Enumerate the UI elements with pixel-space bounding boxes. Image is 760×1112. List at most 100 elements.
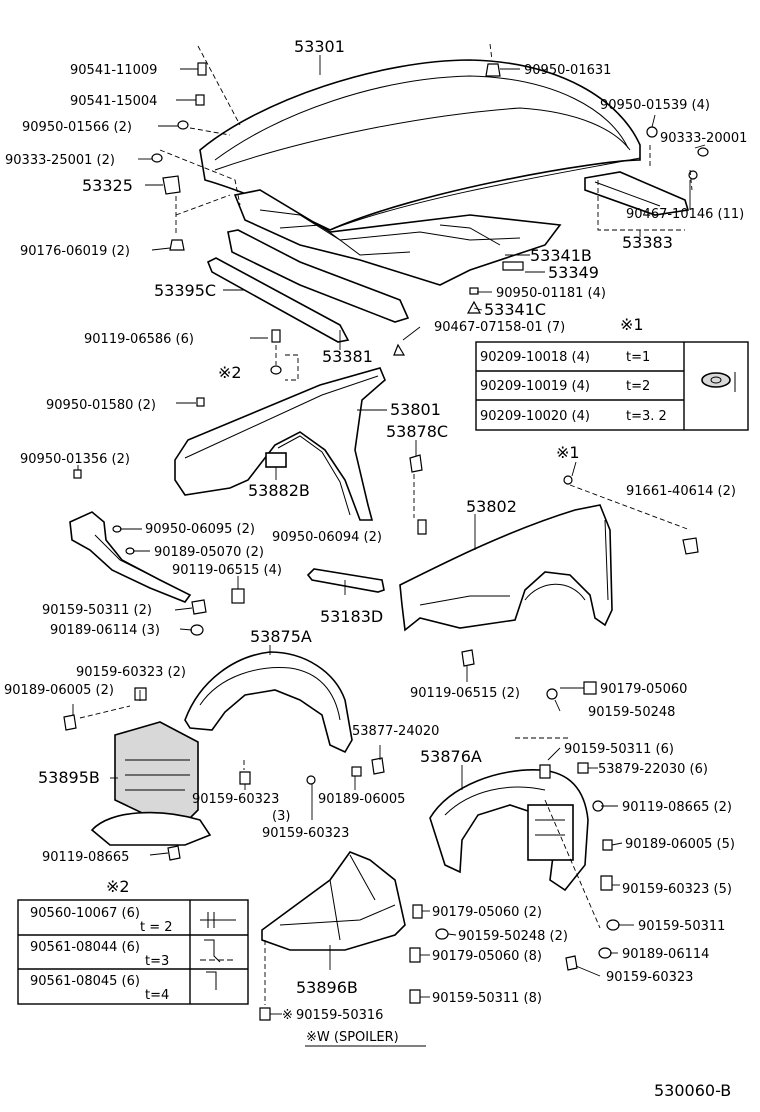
label-ref2-mark: ※2: [218, 363, 242, 382]
label-f39: 90159-50248 (2): [458, 929, 568, 944]
leader-lines: [72, 55, 706, 1015]
hood-seal-front[interactable]: [206, 257, 350, 343]
table-ref1: [475, 341, 749, 431]
label-f0: 90541-11009: [70, 63, 157, 78]
label-f18: 90159-50311 (2): [42, 603, 152, 618]
under-shield-lower[interactable]: [90, 811, 212, 846]
label-53395c: 53395C: [154, 281, 216, 300]
liner-rh-bolts: [63, 687, 385, 861]
label-f21: 90189-06005 (2): [4, 683, 114, 698]
label-f16: 90189-05070 (2): [154, 545, 264, 560]
label-f20: 90159-60323 (2): [76, 665, 186, 680]
hood-inner-panel[interactable]: [233, 189, 562, 286]
t2-r2-thk: t=4: [145, 988, 169, 1003]
label-fender-lh: 53802: [466, 497, 517, 516]
label-53895b: 53895B: [38, 768, 100, 787]
label-f19: 90189-06114 (3): [50, 623, 160, 638]
label-hood: 53301: [294, 37, 345, 56]
label-hinge: 53383: [622, 233, 673, 252]
label-spoiler-note: ※W (SPOILER): [306, 1030, 399, 1045]
label-53183d: 53183D: [320, 607, 383, 626]
label-f11: 90119-06586 (6): [84, 332, 194, 347]
label-f34: 90159-60323 (5): [622, 882, 732, 897]
label-liner-rh: 53875A: [250, 627, 312, 646]
liner-lh[interactable]: [429, 769, 589, 892]
shield-53895b[interactable]: [114, 721, 199, 831]
label-f15: 90950-06094 (2): [272, 530, 382, 545]
label-f13: 90950-01356 (2): [20, 452, 130, 467]
label-53341b: 53341B: [530, 246, 592, 265]
label-f6: 90950-01539 (4): [600, 98, 710, 113]
t2-r1-part: 90561-08044 (6): [30, 940, 140, 955]
fastener-marks: [73, 62, 709, 479]
label-liner-lh: 53876A: [420, 747, 482, 766]
label-f31: 90159-50311 (6): [564, 742, 674, 757]
label-f38: 90179-05060 (2): [432, 905, 542, 920]
fender-rh[interactable]: [174, 367, 386, 521]
label-f27: 91661-40614 (2): [626, 484, 736, 499]
hood-hinge[interactable]: [584, 171, 690, 216]
label-f9: 90950-01181 (4): [496, 286, 606, 301]
t2-r2-part: 90561-08045 (6): [30, 974, 140, 989]
t1-r1-part: 90209-10019 (4): [480, 379, 590, 394]
label-f37: 90159-60323: [606, 970, 693, 985]
under-cover-bolts: [259, 904, 449, 1021]
label-f3: 90333-25001 (2): [5, 153, 115, 168]
label-f30: 90159-50248: [588, 705, 675, 720]
label-f42: 90159-50316: [296, 1008, 383, 1023]
t1-r0-part: 90209-10018 (4): [480, 350, 590, 365]
fender-apron-strip[interactable]: [69, 511, 192, 603]
label-f28: 90119-06515 (2): [410, 686, 520, 701]
t1-r2-part: 90209-10020 (4): [480, 409, 590, 424]
label-f10: 90467-07158-01 (7): [434, 320, 565, 335]
label-f33: 90189-06005 (5): [625, 837, 735, 852]
label-f22: 90159-60323: [192, 792, 279, 807]
liner-rh[interactable]: [184, 651, 353, 754]
label-f2: 90950-01566 (2): [22, 120, 132, 135]
seal-53183d[interactable]: [306, 568, 385, 593]
label-ref1-mark: ※1: [556, 443, 580, 462]
label-53878c: 53878C: [386, 422, 448, 441]
label-f32: 90119-08665 (2): [622, 800, 732, 815]
label-diagram-id: 530060-B: [654, 1081, 731, 1100]
washer-icon: [701, 372, 736, 392]
label-53879: 53879-22030 (6): [598, 762, 708, 777]
fender-lh[interactable]: [399, 504, 613, 632]
label-ref1-title: ※1: [620, 315, 644, 334]
fender-lh-bolts: [461, 475, 699, 667]
label-f12: 90950-01580 (2): [46, 398, 156, 413]
label-f24: 90189-06005: [318, 792, 405, 807]
label-f25: 90159-60323: [262, 826, 349, 841]
protector-53882b[interactable]: [265, 452, 287, 468]
label-53882b: 53882B: [248, 481, 310, 500]
label-f8: 90467-10146 (11): [626, 207, 744, 222]
label-ref-w-mark: ※: [282, 1008, 293, 1023]
table-ref2: [17, 899, 249, 1005]
protector-53878c[interactable]: [409, 454, 427, 535]
t2-r0-part: 90560-10067 (6): [30, 906, 140, 921]
label-f7: 90333-20001: [660, 131, 747, 146]
label-ref2-title: ※2: [106, 877, 130, 896]
t2-r1-thk: t=3: [145, 954, 169, 969]
label-53877: 53877-24020: [352, 724, 439, 739]
label-f14: 90950-06095 (2): [145, 522, 255, 537]
hood-guide-lines: [159, 43, 693, 381]
under-cover[interactable]: [261, 851, 406, 951]
labels: 53301 90541-11009 90541-15004 90950-0156…: [4, 37, 747, 1100]
washer-section-icon: [200, 912, 236, 990]
label-f26: 90119-08665: [42, 850, 129, 865]
label-under-cover: 53896B: [296, 978, 358, 997]
label-bumper: 53325: [82, 176, 133, 195]
label-53341c: 53341C: [484, 300, 546, 319]
label-fender-rh: 53801: [390, 400, 441, 419]
label-f29: 90179-05060: [600, 682, 687, 697]
t1-r2-thk: t=3. 2: [626, 409, 667, 424]
label-f5: 90950-01631: [524, 63, 611, 78]
label-53349: 53349: [548, 263, 599, 282]
liner-lh-bolts: [515, 681, 620, 971]
hood-lock-support[interactable]: [227, 229, 410, 323]
label-f36: 90189-06114: [622, 947, 709, 962]
label-f35: 90159-50311: [638, 919, 725, 934]
t1-r1-thk: t=2: [626, 379, 650, 394]
label-53381: 53381: [322, 347, 373, 366]
